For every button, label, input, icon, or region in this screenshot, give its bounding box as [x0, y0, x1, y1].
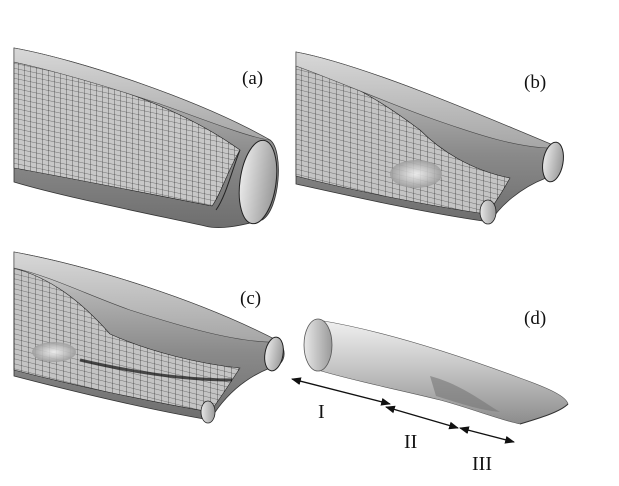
panel-b: (b) [295, 51, 564, 225]
panel-d: (d) I II III [291, 308, 569, 475]
panel-c-stenosis-bulge [32, 342, 76, 362]
panel-a-end-cap [238, 139, 278, 225]
region-iii-arrow [459, 426, 515, 444]
panel-c-lower-cap [200, 400, 216, 424]
panel-c-mesh-region [13, 267, 241, 413]
region-ii-arrow [385, 405, 459, 430]
panel-a-upper-wall [13, 47, 271, 141]
panel-b-end-cap [542, 141, 564, 183]
panel-a: (a) [13, 47, 279, 228]
region-iii-label: III [472, 453, 492, 475]
panel-d-neck-shading [430, 376, 500, 412]
panel-b-stenosis-bulge [390, 160, 442, 188]
panel-c: (c) [13, 251, 285, 424]
panel-a-label: (a) [242, 68, 263, 89]
panel-a-inner-rim [215, 149, 241, 211]
panel-d-inlet-cap [303, 318, 333, 372]
panel-d-vessel-surface [317, 319, 569, 425]
panel-d-outlet-rim [519, 403, 569, 425]
panel-b-mesh-region [295, 65, 511, 215]
panel-d-label: (d) [524, 308, 546, 329]
panel-b-label: (b) [524, 72, 546, 93]
region-ii-label: II [404, 431, 417, 453]
region-i-arrow [291, 377, 391, 406]
panel-c-upper-wall [13, 251, 282, 343]
region-i-label: I [318, 401, 325, 423]
panel-c-dense-mesh-band [79, 358, 233, 382]
panel-c-label: (c) [240, 288, 261, 309]
panel-b-lower-cap [479, 199, 497, 225]
panel-b-upper-wall [295, 51, 561, 149]
panel-c-end-cap [264, 336, 284, 372]
